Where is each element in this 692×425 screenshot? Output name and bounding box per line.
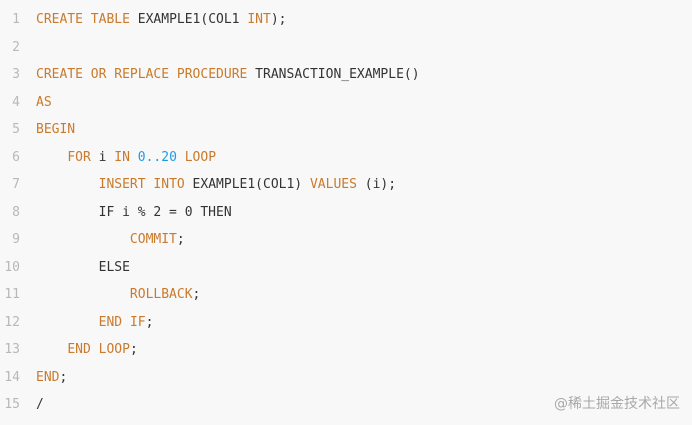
line-code: ROLLBACK; (36, 287, 200, 302)
code-keyword: FOR (67, 149, 91, 165)
code-line: 4 AS (0, 89, 692, 116)
watermark: @稀土掘金技术社区 (554, 396, 680, 412)
line-code: COMMIT; (36, 232, 185, 247)
line-number: 8 (12, 204, 20, 220)
line-code: END IF; (36, 314, 154, 330)
line-number: 1 (12, 12, 20, 27)
code-text: ; (59, 369, 68, 385)
code-text: IF i % 2 = 0 THEN (36, 204, 232, 220)
code-text: TRANSACTION_EXAMPLE() (247, 67, 420, 82)
line-number: 4 (12, 94, 20, 110)
code-text (169, 67, 177, 82)
code-keyword: TABLE (90, 12, 130, 27)
code-keyword: BEGIN (36, 122, 76, 137)
code-text: / (36, 397, 44, 412)
code-text (122, 315, 130, 330)
code-line: 14 END; (0, 364, 692, 391)
code-keyword: REPLACE (114, 67, 170, 82)
code-text (177, 150, 185, 165)
line-number: 6 (12, 149, 20, 165)
code-text: ); (270, 12, 287, 27)
code-number: 0..20 (137, 149, 177, 165)
code-text (36, 315, 99, 330)
line-number: 3 (12, 67, 20, 82)
code-line: 9 COMMIT; (0, 226, 692, 253)
code-text (36, 342, 67, 357)
code-keyword: INTO (153, 177, 185, 192)
code-text (36, 150, 67, 165)
line-code: BEGIN (36, 122, 75, 137)
code-keyword: END (67, 342, 91, 357)
line-number: 5 (12, 122, 20, 137)
line-code: END LOOP; (36, 342, 138, 357)
code-keyword: END (36, 369, 60, 385)
code-text (130, 150, 138, 165)
code-keyword: PROCEDURE (176, 67, 248, 82)
code-text: (i); (356, 177, 397, 192)
code-keyword: END (98, 314, 123, 330)
code-text: ; (176, 232, 185, 247)
code-keyword: VALUES (309, 177, 357, 192)
code-text (36, 232, 130, 247)
code-line: 3 CREATE OR REPLACE PROCEDURE TRANSACTION… (0, 61, 692, 88)
code-keyword: LOOP (184, 149, 217, 165)
code-text: EXAMPLE1(COL1) (184, 177, 310, 192)
code-text (36, 287, 130, 302)
line-code: FOR i IN 0..20 LOOP (36, 150, 216, 165)
code-keyword: AS (36, 94, 52, 110)
line-code: ELSE (36, 260, 130, 275)
code-keyword: ROLLBACK (129, 287, 193, 302)
code-line: 11 ROLLBACK; (0, 281, 692, 308)
line-number: 13 (4, 342, 20, 357)
code-keyword: IF (129, 314, 146, 330)
line-number: 15 (4, 397, 20, 412)
code-keyword: INSERT (98, 177, 146, 192)
code-line: 1 CREATE TABLE EXAMPLE1(COL1 INT); (0, 6, 692, 33)
line-number: 14 (4, 369, 20, 385)
code-text (91, 342, 99, 357)
code-keyword: CREATE (36, 12, 83, 27)
line-code: IF i % 2 = 0 THEN (36, 205, 232, 220)
code-line: 13 END LOOP; (0, 336, 692, 363)
code-keyword: INT (247, 12, 271, 27)
line-code: CREATE TABLE EXAMPLE1(COL1 INT); (36, 12, 286, 27)
code-keyword: COMMIT (129, 232, 177, 247)
code-text: ; (192, 287, 201, 302)
code-line: 6 FOR i IN 0..20 LOOP (0, 144, 692, 171)
line-number: 7 (12, 177, 20, 192)
code-line: 2 (0, 34, 692, 61)
code-text (83, 67, 91, 82)
line-number: 10 (4, 259, 20, 275)
line-number: 2 (12, 39, 20, 55)
code-keyword: IN (114, 149, 130, 165)
code-text (36, 177, 99, 192)
line-number: 11 (4, 287, 20, 302)
line-code: CREATE OR REPLACE PROCEDURE TRANSACTION_… (36, 67, 420, 82)
code-text: i (90, 149, 115, 165)
line-code: AS (36, 95, 52, 110)
code-text: EXAMPLE1(COL1 (129, 12, 248, 27)
line-number: 12 (4, 314, 20, 330)
code-text: ; (145, 314, 154, 330)
line-number: 9 (12, 232, 20, 247)
code-text: ELSE (36, 259, 130, 275)
code-line: 7 INSERT INTO EXAMPLE1(COL1) VALUES (i); (0, 171, 692, 198)
code-line: 15 / (0, 391, 692, 418)
code-text: ; (129, 342, 138, 357)
line-code: INSERT INTO EXAMPLE1(COL1) VALUES (i); (36, 177, 396, 192)
code-line: 10 ELSE (0, 254, 692, 281)
code-text (83, 12, 91, 27)
line-code: END; (36, 370, 67, 385)
code-keyword: CREATE (36, 67, 83, 82)
code-line: 12 END IF; (0, 309, 692, 336)
line-code: / (36, 397, 44, 412)
code-keyword: OR (90, 67, 107, 82)
code-keyword: LOOP (98, 342, 130, 357)
code-line: 5 BEGIN (0, 116, 692, 143)
code-line: 8 IF i % 2 = 0 THEN (0, 199, 692, 226)
